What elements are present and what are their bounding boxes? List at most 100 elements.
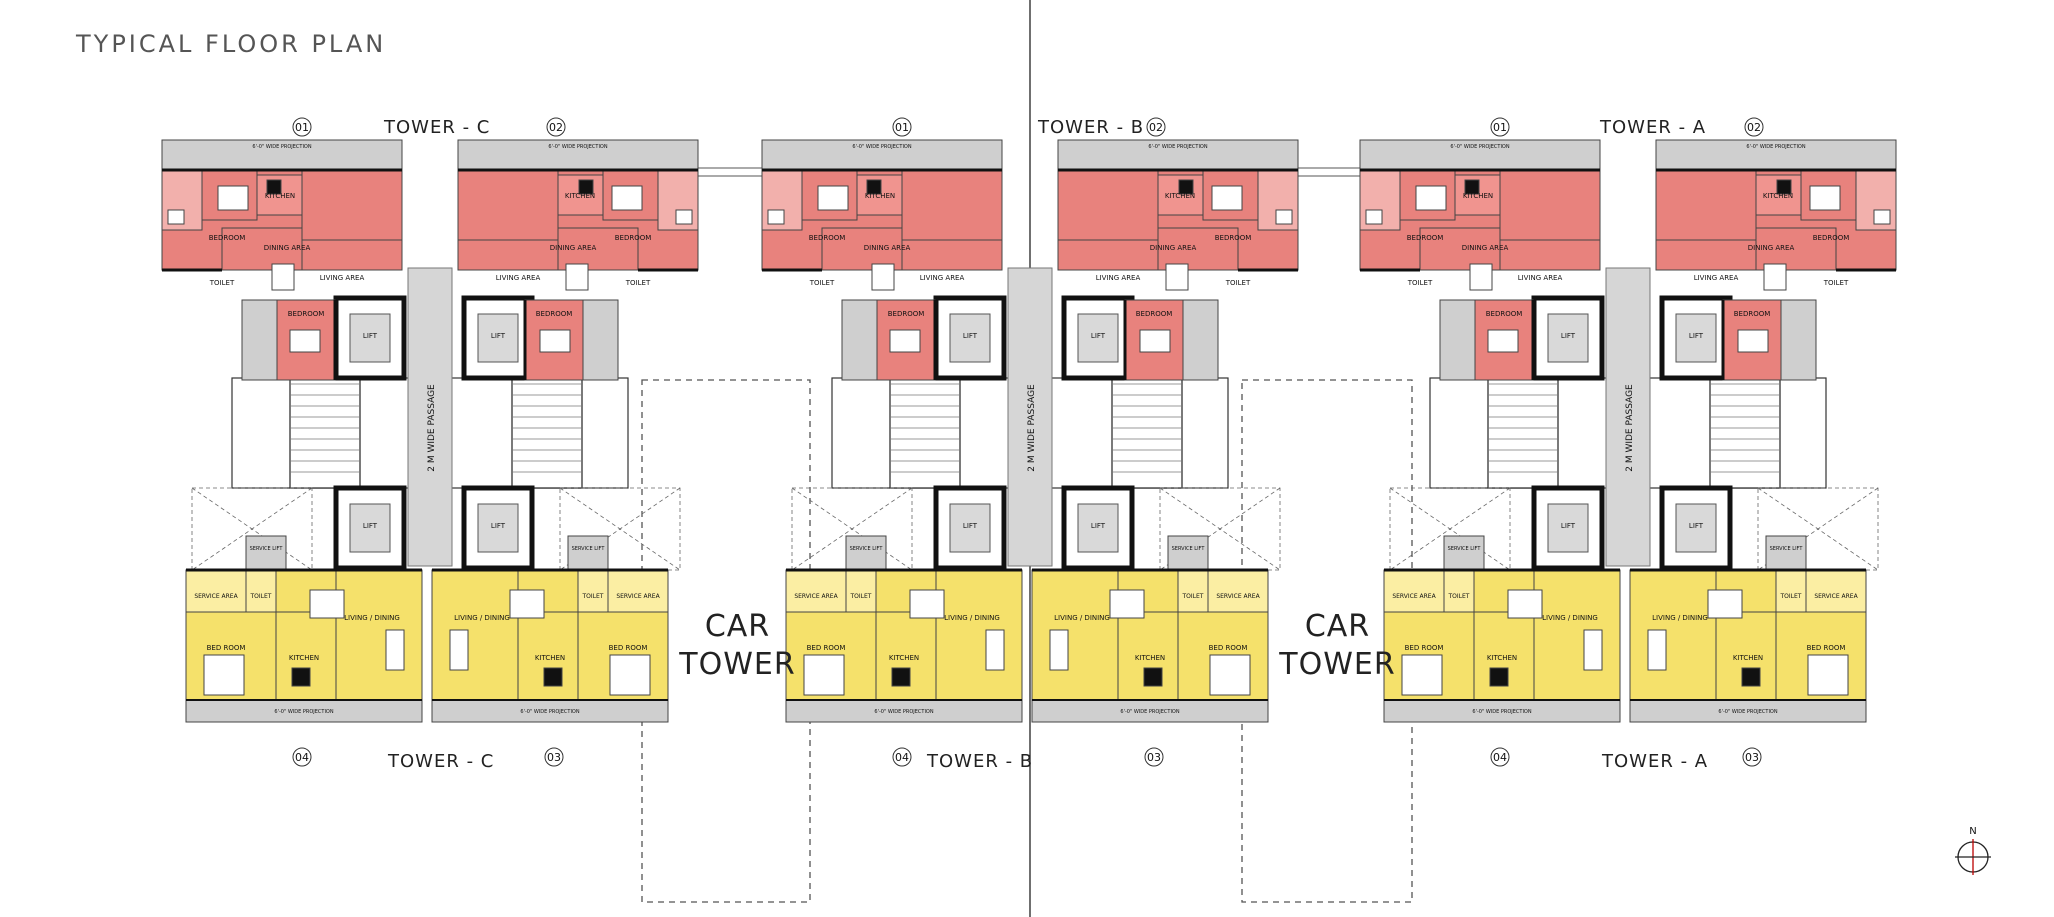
unit-number-04: 04 bbox=[892, 747, 912, 767]
room-label: DINING AREA bbox=[864, 244, 911, 252]
stair-well bbox=[511, 377, 583, 489]
lift-car bbox=[1077, 503, 1119, 553]
room-label: SERVICE AREA bbox=[616, 593, 660, 600]
room-label: BEDROOM bbox=[1734, 310, 1771, 318]
service-area bbox=[185, 569, 247, 613]
side-projection bbox=[1182, 299, 1219, 381]
room-label: BEDROOM bbox=[1486, 310, 1523, 318]
projection-label: 6'-0" WIDE PROJECTION bbox=[1746, 144, 1805, 150]
bed bbox=[611, 185, 643, 211]
car-tower-1-line2: TOWER bbox=[679, 647, 796, 682]
room-label: KITCHEN bbox=[1733, 654, 1763, 662]
central-passage bbox=[1605, 267, 1651, 567]
service-area bbox=[1383, 569, 1445, 613]
staircase bbox=[289, 377, 361, 489]
lift-label: LIFT bbox=[963, 332, 978, 340]
bed bbox=[1415, 185, 1447, 211]
room-label: BEDROOM bbox=[1215, 234, 1252, 242]
bed bbox=[1209, 654, 1251, 696]
room-label: TOILET bbox=[809, 279, 835, 287]
unit-number-circle bbox=[292, 117, 312, 137]
service-lift bbox=[1443, 535, 1485, 571]
room-label: KITCHEN bbox=[565, 192, 595, 200]
room-label: LIVING AREA bbox=[920, 274, 965, 282]
sofa bbox=[1049, 629, 1069, 671]
room-label: BED ROOM bbox=[1807, 644, 1846, 652]
dining-table bbox=[1507, 589, 1543, 619]
lift-car bbox=[1675, 503, 1717, 553]
unit-number-circle bbox=[1490, 747, 1510, 767]
unit-number-circle bbox=[892, 117, 912, 137]
bed bbox=[1401, 654, 1443, 696]
room-label: DINING AREA bbox=[1748, 244, 1795, 252]
projection-balcony bbox=[761, 139, 1003, 171]
room-label: SERVICE LIFT bbox=[572, 546, 606, 552]
passage-label: 2 M WIDE PASSAGE bbox=[427, 384, 437, 472]
side-projection bbox=[241, 299, 278, 381]
car-tower-1-label: CAR TOWER bbox=[640, 608, 835, 684]
projection-label: 6'-0" WIDE PROJECTION bbox=[1148, 144, 1207, 150]
room-label: LIVING AREA bbox=[1518, 274, 1563, 282]
unit-number-text: 04 bbox=[895, 751, 909, 764]
wc bbox=[767, 209, 785, 225]
room-label: SERVICE LIFT bbox=[1770, 546, 1804, 552]
room-label: BED ROOM bbox=[207, 644, 246, 652]
living-area bbox=[1057, 169, 1159, 241]
living-dining bbox=[431, 569, 519, 701]
toilet-room bbox=[1775, 569, 1807, 613]
service-lift bbox=[567, 535, 609, 571]
projection-label: 6'-0" WIDE PROJECTION bbox=[520, 709, 579, 715]
bed bbox=[539, 329, 571, 353]
cooktop bbox=[1178, 179, 1194, 195]
room-label: BEDROOM bbox=[1136, 310, 1173, 318]
lift: LIFT bbox=[1531, 485, 1605, 571]
living-area bbox=[1655, 169, 1757, 241]
bed bbox=[1487, 329, 1519, 353]
tower-c-bottom-label: TOWER - C bbox=[388, 751, 495, 772]
living-dining bbox=[1533, 569, 1621, 701]
projection-label: 6'-0" WIDE PROJECTION bbox=[1718, 709, 1777, 715]
room-label: TOILET bbox=[625, 279, 651, 287]
living-dining bbox=[1629, 569, 1717, 701]
living-area bbox=[457, 169, 559, 241]
bed bbox=[217, 185, 249, 211]
tower-b-bottom-label: TOWER - B bbox=[927, 751, 1034, 772]
lift-label: LIFT bbox=[963, 522, 978, 530]
toilet-room bbox=[1443, 569, 1475, 613]
lift-shaft bbox=[1659, 485, 1733, 571]
dining-table bbox=[1109, 589, 1145, 619]
bed bbox=[1809, 185, 1841, 211]
kitchen-room bbox=[1152, 174, 1204, 216]
room-label: KITCHEN bbox=[1763, 192, 1793, 200]
staircase bbox=[1487, 377, 1559, 489]
room-label: SERVICE AREA bbox=[1216, 593, 1260, 600]
room-label: BED ROOM bbox=[1405, 644, 1444, 652]
room-label: TOILET bbox=[1182, 593, 1204, 600]
room-label: LIVING / DINING bbox=[454, 614, 510, 622]
living-area bbox=[301, 169, 403, 241]
toilet-room bbox=[1177, 569, 1209, 613]
unit-number-01: 01 bbox=[292, 117, 312, 137]
passage-label: 2 M WIDE PASSAGE bbox=[1625, 384, 1635, 472]
room-label: BEDROOM bbox=[1813, 234, 1850, 242]
room-label: LIVING AREA bbox=[496, 274, 541, 282]
page-title: TYPICAL FLOOR PLAN bbox=[76, 30, 387, 58]
dining-area bbox=[1419, 227, 1501, 271]
lift-label: LIFT bbox=[1689, 332, 1704, 340]
lift-car bbox=[477, 313, 519, 363]
unit-number-text: 02 bbox=[549, 121, 563, 134]
unit-number-circle bbox=[892, 747, 912, 767]
lift-shaft bbox=[461, 485, 535, 571]
room-label: DINING AREA bbox=[1462, 244, 1509, 252]
projection-label: 6'-0" WIDE PROJECTION bbox=[852, 144, 911, 150]
bed bbox=[889, 329, 921, 353]
open-diag bbox=[1389, 487, 1511, 571]
lift-car bbox=[477, 503, 519, 553]
wc bbox=[1365, 209, 1383, 225]
dining-table bbox=[909, 589, 945, 619]
central-passage bbox=[1007, 267, 1053, 567]
